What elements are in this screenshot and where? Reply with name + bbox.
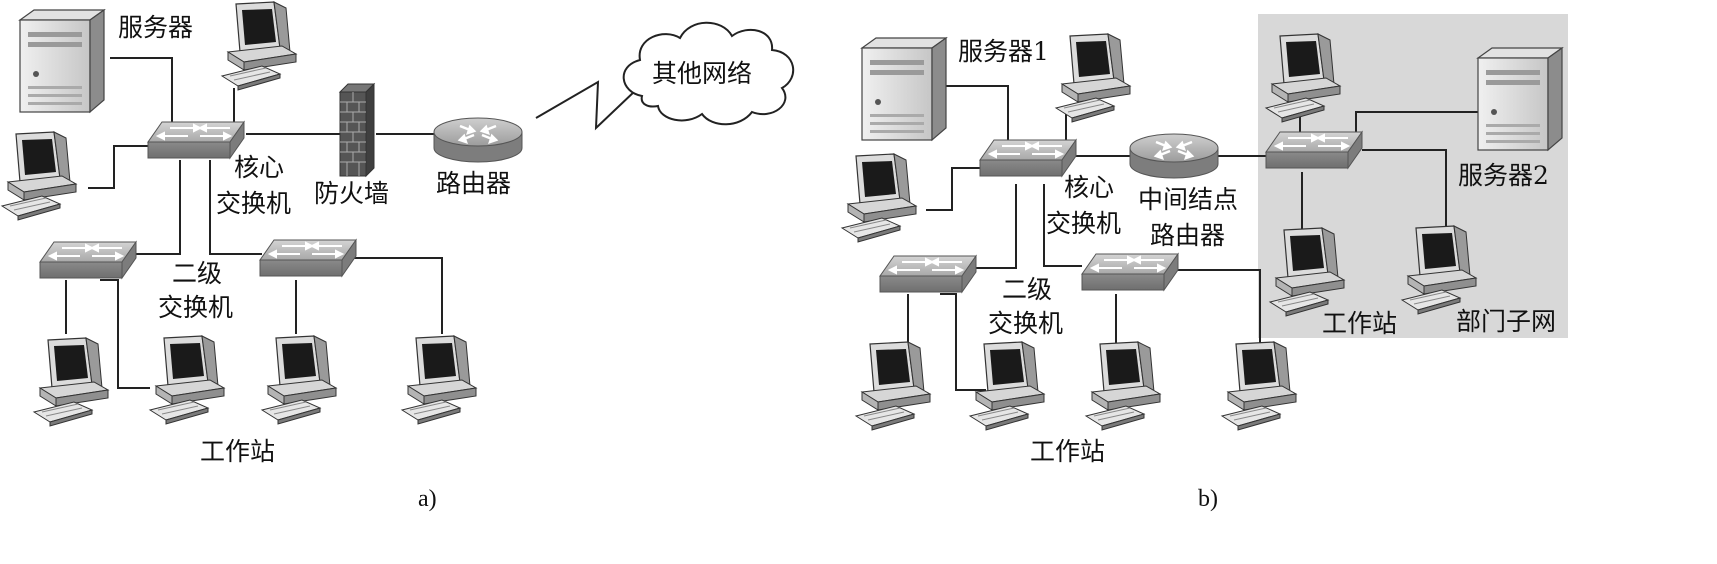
workstation-icon [1085, 341, 1161, 431]
server-icon [1477, 47, 1563, 151]
secondary-switch-label: 二级 [1002, 275, 1052, 304]
diagram-b: 服务器1 核心 交换机 中间结点 路由器 服务器2 二级 交换机 工作站 部门子… [841, 14, 1568, 512]
workstation-icon [33, 337, 109, 427]
workstation-label: 工作站 [200, 437, 275, 466]
secondary-switch-icon [1081, 253, 1179, 291]
core-switch-icon [147, 121, 245, 159]
secondary-switch-icon [259, 239, 357, 277]
server2-label: 服务器2 [1458, 161, 1549, 190]
secondary-switch-label: 交换机 [988, 309, 1063, 338]
core-switch-label: 交换机 [1046, 209, 1121, 238]
subnet-workstation-label: 工作站 [1322, 309, 1397, 338]
workstation-icon [855, 341, 931, 431]
middle-router-icon [1128, 132, 1220, 180]
workstation-icon [149, 335, 225, 425]
firewall-label: 防火墙 [314, 179, 389, 208]
workstation-icon [1, 131, 77, 221]
figure-caption-a: a) [418, 486, 437, 512]
workstation-label: 工作站 [1030, 437, 1105, 466]
workstation-icon [401, 335, 477, 425]
server-icon [19, 9, 105, 113]
figure-caption-b: b) [1198, 486, 1218, 512]
cloud-shape [622, 21, 795, 126]
workstation-icon [1055, 33, 1131, 123]
secondary-switch-icon [39, 241, 137, 279]
workstation-icon [261, 335, 337, 425]
workstation-icon [1221, 341, 1297, 431]
firewall-icon [339, 83, 375, 177]
core-switch-icon [979, 139, 1077, 177]
core-switch-label: 核心 [1064, 173, 1114, 202]
department-subnet-label: 部门子网 [1456, 307, 1556, 336]
diagram-a: 服务器 核心 交换机 防火墙 路由器 其他网络 二级 交换机 工作站 a) [1, 1, 795, 512]
core-switch-label: 核心 [234, 153, 284, 182]
cloud-label: 其他网络 [652, 59, 752, 88]
diagram-a-links [65, 57, 637, 389]
workstation-icon [969, 341, 1045, 431]
subnet-switch-icon [1265, 131, 1363, 169]
server1-label: 服务器1 [958, 37, 1049, 66]
server-icon [861, 37, 947, 141]
server-label: 服务器 [118, 13, 193, 42]
workstation-icon [841, 153, 917, 243]
core-switch-label: 交换机 [216, 189, 291, 218]
secondary-switch-icon [879, 255, 977, 293]
router-icon [432, 116, 524, 164]
secondary-switch-label: 二级 [172, 259, 222, 288]
router-label: 路由器 [436, 169, 511, 198]
workstation-icon [221, 1, 297, 91]
secondary-switch-label: 交换机 [158, 293, 233, 322]
middle-router-label: 路由器 [1150, 221, 1225, 250]
middle-router-label: 中间结点 [1138, 185, 1238, 214]
